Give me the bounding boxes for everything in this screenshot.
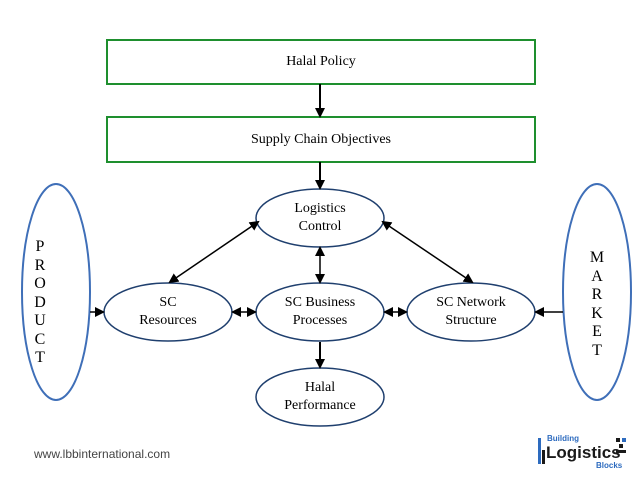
building-blocks-logo: Building Logistics Blocks: [538, 434, 626, 470]
logo-main-word: Logistics: [546, 443, 621, 462]
market-ellipse: [562, 183, 632, 401]
market-letter: E: [592, 323, 602, 340]
halal-policy-label: Halal Policy: [286, 54, 356, 69]
market-letter: T: [592, 341, 602, 359]
product-ellipse: [21, 183, 91, 401]
product-letter: C: [34, 330, 46, 348]
product-letter: O: [34, 275, 46, 292]
product-letter: D: [34, 293, 46, 311]
arrow-control-network: [381, 220, 474, 284]
logistics-control-label: Logistics Control: [294, 201, 346, 234]
logo-bottom-word: Blocks: [596, 461, 623, 470]
sc-business-processes-label: SC Business Processes: [284, 295, 356, 328]
product-letter: P: [35, 238, 45, 255]
arrow-control-resources: [168, 220, 260, 284]
objectives-label: Supply Chain Objectives: [251, 131, 391, 147]
market-letter: A: [591, 267, 603, 285]
market-letter: R: [591, 286, 603, 303]
halal-policy-box: [106, 39, 536, 85]
logo-top-word: Building: [547, 434, 579, 443]
halal-performance-label: Halal Performance: [284, 380, 356, 413]
sc-network-structure-label: SC Network Structure: [436, 295, 506, 328]
sc-resources-label: SC Resources: [139, 295, 197, 328]
product-letter: R: [34, 256, 46, 274]
market-letter: M: [589, 249, 605, 266]
market-letter: K: [591, 304, 603, 322]
product-letter: T: [35, 349, 45, 366]
objectives-box: [106, 116, 536, 163]
footer-url: www.lbbinternational.com: [34, 447, 171, 461]
product-letter: U: [34, 312, 46, 329]
